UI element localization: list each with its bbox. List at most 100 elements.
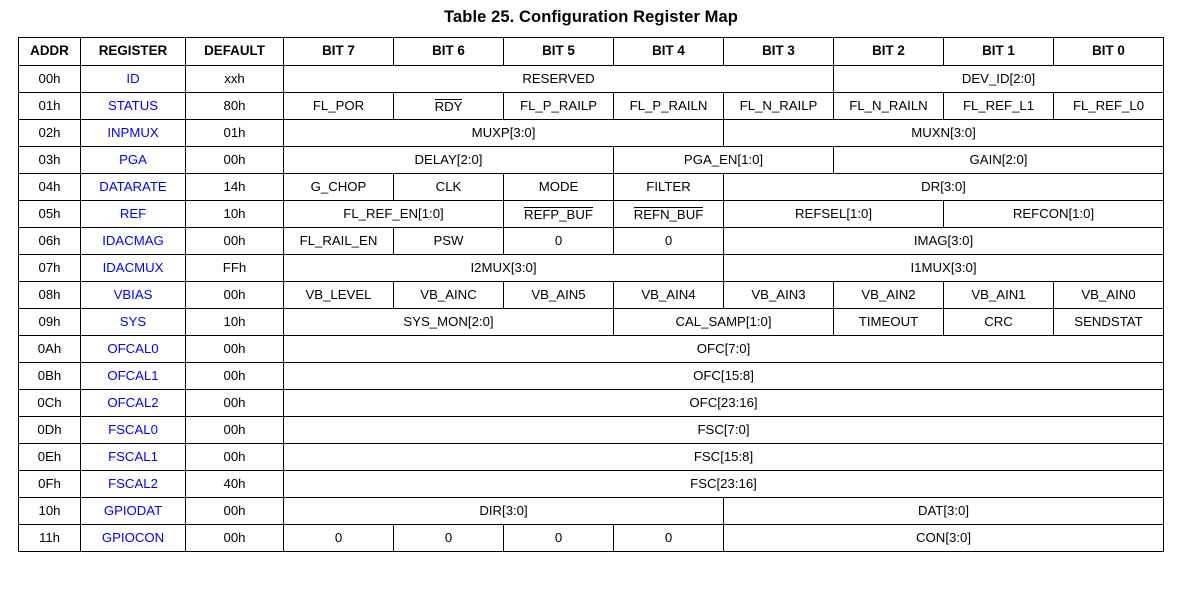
register-name-link[interactable]: DATARATE bbox=[99, 179, 167, 195]
register-name-cell[interactable]: PGA bbox=[80, 146, 186, 174]
register-address-cell: 00h bbox=[18, 65, 81, 93]
register-name-cell[interactable]: VBIAS bbox=[80, 281, 186, 309]
register-name-link[interactable]: GPIOCON bbox=[101, 530, 165, 546]
bit-field-cell: FSC[23:16] bbox=[283, 470, 1164, 498]
bit-field-cell: REFN_BUF bbox=[613, 200, 724, 228]
register-name-cell[interactable]: INPMUX bbox=[80, 119, 186, 147]
bit-field-cell: FL_N_RAILN bbox=[833, 92, 944, 120]
bit-field-cell: RDY bbox=[393, 92, 504, 120]
bit-field-cell: VB_AINC bbox=[393, 281, 504, 309]
register-default-value-cell: 00h bbox=[185, 389, 284, 417]
register-name-cell[interactable]: FSCAL2 bbox=[80, 470, 186, 498]
bit-field-cell: SYS_MON[2:0] bbox=[283, 308, 614, 336]
register-address-cell: 11h bbox=[18, 524, 81, 552]
bit-field-cell: REFP_BUF bbox=[503, 200, 614, 228]
register-name-link[interactable]: REF bbox=[119, 206, 147, 222]
bit-field-cell: FSC[15:8] bbox=[283, 443, 1164, 471]
register-name-link[interactable]: FSCAL1 bbox=[108, 449, 158, 465]
column-header-default: DEFAULT bbox=[185, 37, 284, 66]
bit-field-cell: VB_LEVEL bbox=[283, 281, 394, 309]
bit-field-cell: I1MUX[3:0] bbox=[723, 254, 1164, 282]
bit-field-cell: VB_AIN0 bbox=[1053, 281, 1164, 309]
bit-field-cell: FL_POR bbox=[283, 92, 394, 120]
register-address-cell: 0Dh bbox=[18, 416, 81, 444]
column-header-bit-6: BIT 6 bbox=[393, 37, 504, 66]
register-name-link[interactable]: VBIAS bbox=[113, 287, 153, 303]
register-name-cell[interactable]: OFCAL0 bbox=[80, 335, 186, 363]
register-name-cell[interactable]: STATUS bbox=[80, 92, 186, 120]
register-name-cell[interactable]: OFCAL2 bbox=[80, 389, 186, 417]
register-name-cell[interactable]: OFCAL1 bbox=[80, 362, 186, 390]
bit-field-cell: MUXN[3:0] bbox=[723, 119, 1164, 147]
register-name-link[interactable]: OFCAL1 bbox=[107, 368, 159, 384]
register-name-link[interactable]: STATUS bbox=[107, 98, 159, 114]
register-name-cell[interactable]: FSCAL1 bbox=[80, 443, 186, 471]
register-default-value-cell: 00h bbox=[185, 362, 284, 390]
register-name-link[interactable]: INPMUX bbox=[107, 125, 159, 141]
register-name-cell[interactable]: IDACMAG bbox=[80, 227, 186, 255]
register-default-value-cell: 00h bbox=[185, 497, 284, 525]
register-name-cell[interactable]: ID bbox=[80, 65, 186, 93]
page-title: Table 25. Configuration Register Map bbox=[444, 8, 738, 26]
register-default-value-cell: 00h bbox=[185, 146, 284, 174]
bit-field-cell: REFSEL[1:0] bbox=[723, 200, 944, 228]
bit-field-cell: FL_P_RAILP bbox=[503, 92, 614, 120]
column-header-addr: ADDR bbox=[18, 37, 81, 66]
bit-field-cell: 0 bbox=[283, 524, 394, 552]
register-name-cell[interactable]: DATARATE bbox=[80, 173, 186, 201]
register-name-link[interactable]: GPIODAT bbox=[103, 503, 163, 519]
register-default-value-cell: 00h bbox=[185, 335, 284, 363]
register-address-cell: 0Fh bbox=[18, 470, 81, 498]
register-address-cell: 03h bbox=[18, 146, 81, 174]
bit-field-cell: FL_REF_EN[1:0] bbox=[283, 200, 504, 228]
register-name-cell[interactable]: SYS bbox=[80, 308, 186, 336]
register-default-value-cell: 14h bbox=[185, 173, 284, 201]
register-name-link[interactable]: IDACMUX bbox=[102, 260, 164, 276]
bit-field-cell: TIMEOUT bbox=[833, 308, 944, 336]
register-name-cell[interactable]: IDACMUX bbox=[80, 254, 186, 282]
bit-field-cell: 0 bbox=[503, 524, 614, 552]
bit-field-cell: VB_AIN4 bbox=[613, 281, 724, 309]
register-default-value-cell: 80h bbox=[185, 92, 284, 120]
bit-field-cell: FL_P_RAILN bbox=[613, 92, 724, 120]
register-name-link[interactable]: ID bbox=[126, 71, 140, 87]
column-header-bit-7: BIT 7 bbox=[283, 37, 394, 66]
register-name-link[interactable]: FSCAL2 bbox=[108, 476, 158, 492]
register-name-cell[interactable]: GPIODAT bbox=[80, 497, 186, 525]
register-name-link[interactable]: OFCAL0 bbox=[107, 341, 159, 357]
register-default-value-cell: FFh bbox=[185, 254, 284, 282]
register-name-link[interactable]: OFCAL2 bbox=[107, 395, 159, 411]
register-name-cell[interactable]: REF bbox=[80, 200, 186, 228]
bit-field-cell: 0 bbox=[393, 524, 504, 552]
register-name-cell[interactable]: GPIOCON bbox=[80, 524, 186, 552]
register-name-cell[interactable]: FSCAL0 bbox=[80, 416, 186, 444]
register-name-link[interactable]: SYS bbox=[119, 314, 147, 330]
bit-field-cell: DIR[3:0] bbox=[283, 497, 724, 525]
active-low-overbar-label: REFP_BUF bbox=[524, 206, 593, 222]
register-address-cell: 0Ah bbox=[18, 335, 81, 363]
bit-field-cell: FILTER bbox=[613, 173, 724, 201]
column-header-bit-5: BIT 5 bbox=[503, 37, 614, 66]
register-default-value-cell: 10h bbox=[185, 308, 284, 336]
register-name-link[interactable]: FSCAL0 bbox=[108, 422, 158, 438]
bit-field-cell: SENDSTAT bbox=[1053, 308, 1164, 336]
register-name-link[interactable]: IDACMAG bbox=[102, 233, 164, 249]
column-header-bit-4: BIT 4 bbox=[613, 37, 724, 66]
register-name-link[interactable]: PGA bbox=[119, 152, 147, 168]
